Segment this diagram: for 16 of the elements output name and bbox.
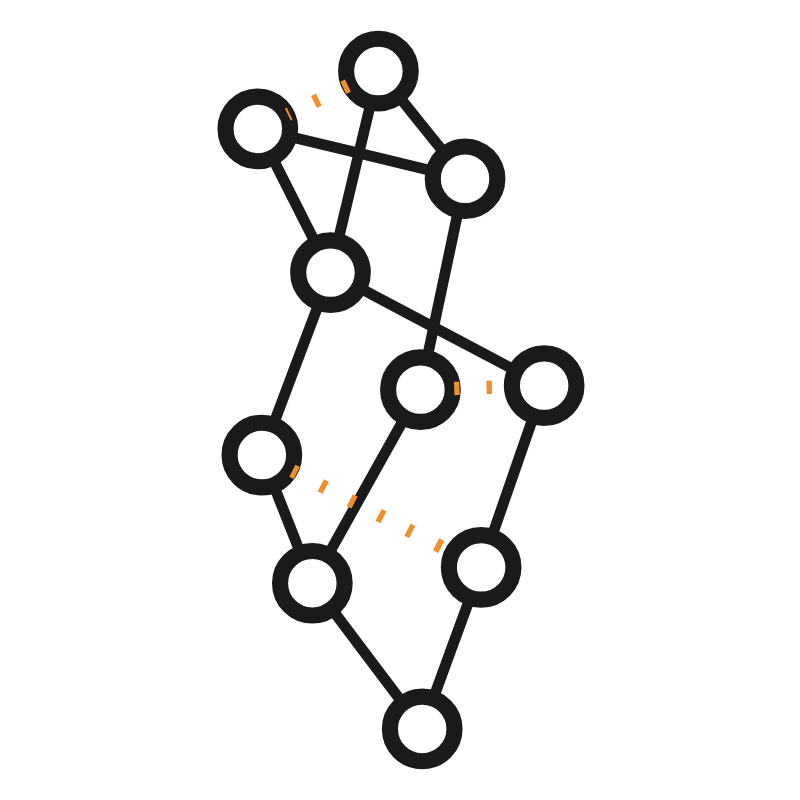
node-circle xyxy=(439,527,521,608)
connector xyxy=(327,606,406,706)
connector xyxy=(283,79,350,121)
node-circle xyxy=(423,138,505,220)
connector xyxy=(485,415,538,538)
connector xyxy=(267,302,323,426)
node-circle xyxy=(380,688,462,770)
connector xyxy=(323,415,409,556)
node-circle xyxy=(337,30,418,112)
node-circle xyxy=(216,88,298,170)
node-circle xyxy=(379,349,460,430)
node-circle xyxy=(502,345,584,426)
node-circle xyxy=(270,542,352,624)
connector xyxy=(395,94,448,157)
node-circle xyxy=(220,414,302,496)
node-circle xyxy=(289,232,370,313)
